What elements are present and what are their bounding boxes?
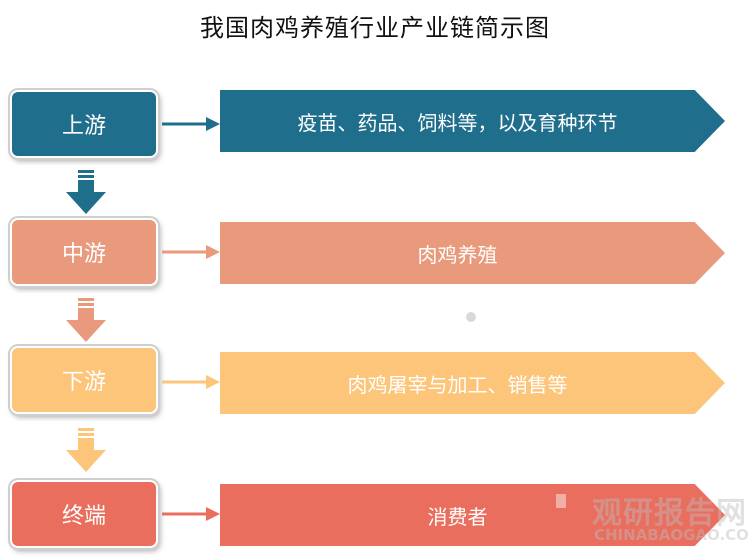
arrow-right-icon [162, 507, 220, 521]
arrow-right-icon [162, 375, 220, 389]
banner-terminal-text: 消费者 [427, 504, 488, 529]
banner-midstream-text: 肉鸡养殖 [417, 242, 498, 267]
stage-midstream: 中游 [10, 218, 158, 286]
stage-downstream-label: 下游 [61, 370, 106, 395]
banner-terminal: 消费者 [220, 484, 725, 546]
banner-upstream-text: 疫苗、药品、饲料等，以及育种环节 [297, 110, 618, 135]
arrow-down-icon [66, 428, 106, 472]
stage-upstream-label: 上游 [61, 114, 106, 139]
stage-downstream: 下游 [10, 346, 158, 414]
banner-downstream: 肉鸡屠宰与加工、销售等 [220, 352, 725, 414]
banner-midstream: 肉鸡养殖 [220, 222, 725, 284]
banner-upstream: 疫苗、药品、饲料等，以及育种环节 [220, 90, 725, 152]
arrow-down-icon [66, 298, 106, 342]
watermark-subtext: CHINABAOGAO.COM [594, 526, 750, 544]
arrow-down-icon [66, 170, 106, 214]
watermark-logo-icon [537, 493, 585, 541]
diagram-title: 我国肉鸡养殖行业产业链简示图 [200, 14, 550, 42]
arrow-right-icon [162, 117, 220, 131]
banner-downstream-text: 肉鸡屠宰与加工、销售等 [347, 372, 568, 397]
watermark: 观研报告网 CHINABAOGAO.COM [534, 486, 750, 550]
stage-midstream-label: 中游 [61, 242, 106, 267]
stage-terminal: 终端 [10, 480, 158, 548]
decorative-dot [466, 312, 476, 322]
watermark-text: 观研报告网 [592, 496, 747, 531]
stage-upstream: 上游 [10, 90, 158, 158]
arrow-right-icon [162, 245, 220, 259]
stage-terminal-label: 终端 [61, 504, 106, 529]
